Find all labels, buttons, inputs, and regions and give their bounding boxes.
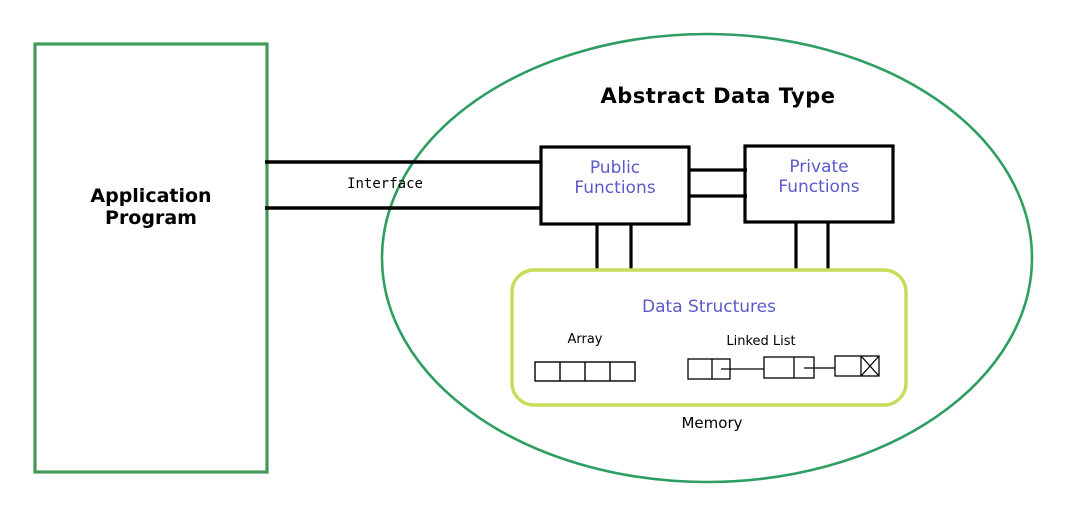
memory-label: Memory bbox=[681, 414, 743, 432]
private-functions-label-line2: Functions bbox=[778, 177, 860, 198]
linked-list-node-2 bbox=[763, 356, 815, 379]
linked-list-label: Linked List bbox=[726, 334, 796, 349]
public-functions-label-line2: Functions bbox=[574, 178, 656, 199]
application-program-label: Application Program bbox=[51, 185, 251, 230]
data-structures-title: Data Structures bbox=[642, 297, 776, 317]
abstract-data-type-ellipse bbox=[380, 32, 1034, 484]
private-functions-label: Private Functions bbox=[745, 157, 893, 197]
linked-list-node-1 bbox=[687, 358, 731, 380]
array-diagram bbox=[534, 361, 636, 382]
private-functions-box bbox=[743, 144, 895, 224]
public-functions-label: Public Functions bbox=[541, 158, 689, 198]
application-program-label-line1: Application bbox=[90, 185, 212, 207]
application-program-box bbox=[33, 42, 269, 474]
public-functions-label-line1: Public bbox=[589, 158, 641, 178]
array-label: Array bbox=[567, 332, 603, 347]
public-functions-box bbox=[539, 145, 691, 226]
linked-list-node-3-null bbox=[834, 355, 880, 377]
private-functions-label-line1: Private bbox=[789, 157, 849, 177]
interface-label: Interface bbox=[347, 176, 423, 192]
application-program-label-line2: Program bbox=[105, 207, 197, 230]
abstract-data-type-title: Abstract Data Type bbox=[600, 84, 836, 108]
